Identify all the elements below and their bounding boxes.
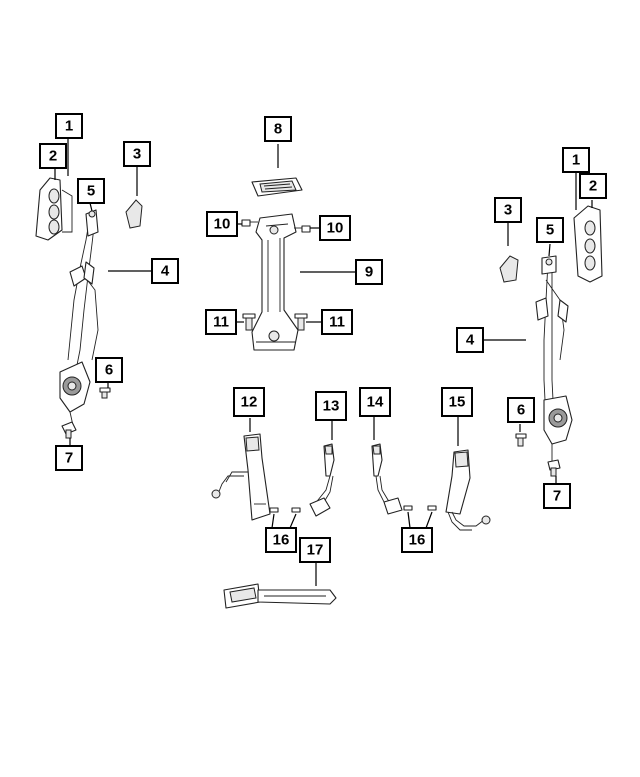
callout-14: 14: [359, 387, 391, 417]
callout-label: 4: [161, 263, 170, 280]
left-retractor: [59, 361, 91, 431]
right-retractor: [543, 395, 573, 462]
callout-label: 5: [87, 183, 95, 200]
callout-16-right: 16: [401, 527, 433, 553]
callout-15: 15: [441, 387, 473, 417]
callout-label: 5: [546, 222, 554, 239]
callout-label: 11: [329, 314, 345, 331]
callout-7-left: 7: [55, 445, 83, 471]
right-seat-belt-assembly: [499, 205, 603, 477]
callout-7-right: 7: [543, 483, 571, 509]
callout-label: 7: [65, 450, 73, 467]
callout-2-left: 2: [39, 143, 67, 169]
callout-17: 17: [299, 537, 331, 563]
buckle-bolts-16: [269, 505, 437, 513]
callout-3-right: 3: [494, 197, 522, 223]
callout-label: 1: [65, 118, 73, 135]
callout-8: 8: [264, 116, 292, 142]
callout-label: 7: [553, 488, 561, 505]
callout-11-right: 11: [321, 309, 353, 335]
callout-label: 10: [214, 216, 231, 233]
callout-10-left: 10: [206, 211, 238, 237]
right-bolt: [515, 433, 527, 447]
callout-label: 4: [466, 332, 475, 349]
center-lower-bolts: [242, 313, 308, 331]
callout-13: 13: [315, 391, 347, 421]
callout-label: 6: [517, 402, 525, 419]
right-height-adjuster: [573, 205, 603, 283]
callout-label: 2: [49, 148, 57, 165]
callout-label: 14: [367, 394, 384, 411]
right-belt-webbing: [535, 255, 569, 421]
left-trim-cover: [125, 199, 143, 229]
buckle-14: [371, 443, 403, 515]
callout-6-left: 6: [95, 357, 123, 383]
callout-label: 15: [449, 394, 466, 411]
callout-11-left: 11: [205, 309, 237, 335]
left-seat-belt-assembly: [35, 177, 143, 439]
callout-label: 16: [273, 532, 290, 549]
callout-5-left: 5: [77, 178, 105, 204]
leader-lines: [54, 138, 593, 586]
callout-12: 12: [233, 387, 265, 417]
center-belt-bracket: [241, 177, 311, 351]
callout-4-left: 4: [151, 258, 179, 284]
right-dring-bolt: [545, 258, 553, 266]
callout-label: 11: [213, 314, 229, 331]
left-dring-bolt: [88, 210, 96, 218]
callout-5-right: 5: [536, 217, 564, 243]
callout-2-right: 2: [579, 173, 607, 199]
callout-label: 1: [572, 152, 580, 169]
callout-label: 8: [274, 121, 282, 138]
callout-label: 17: [307, 542, 324, 559]
callout-label: 9: [365, 264, 373, 281]
buckle-15: [445, 449, 491, 531]
left-anchor-bolt: [61, 421, 77, 439]
callout-label: 13: [323, 398, 340, 415]
buckle-13: [309, 443, 335, 517]
callout-6-right: 6: [507, 397, 535, 423]
callout-label: 6: [105, 362, 113, 379]
left-bolt: [99, 387, 111, 399]
callout-label: 3: [504, 202, 512, 219]
callout-label: 16: [409, 532, 426, 549]
callout-label: 3: [133, 146, 141, 163]
callout-4-right: 4: [456, 327, 484, 353]
callout-10-right: 10: [319, 215, 351, 241]
callout-1-left: 1: [55, 113, 83, 139]
callout-label: 2: [589, 178, 597, 195]
right-anchor-bolt: [547, 459, 561, 477]
left-belt-webbing: [67, 209, 99, 371]
left-height-adjuster: [35, 177, 73, 241]
center-upper-bolts: [241, 219, 311, 233]
callout-1-right: 1: [562, 147, 590, 173]
callout-9: 9: [355, 259, 383, 285]
callout-3-left: 3: [123, 141, 151, 167]
center-bracket-body: [251, 213, 299, 351]
callout-label: 10: [327, 220, 344, 237]
buckle-12: [211, 433, 271, 521]
buckle-17: [223, 583, 337, 609]
callout-label: 12: [241, 394, 258, 411]
right-trim-cover: [499, 255, 519, 283]
callout-16-left: 16: [265, 527, 297, 553]
center-latch-plate: [251, 177, 303, 197]
